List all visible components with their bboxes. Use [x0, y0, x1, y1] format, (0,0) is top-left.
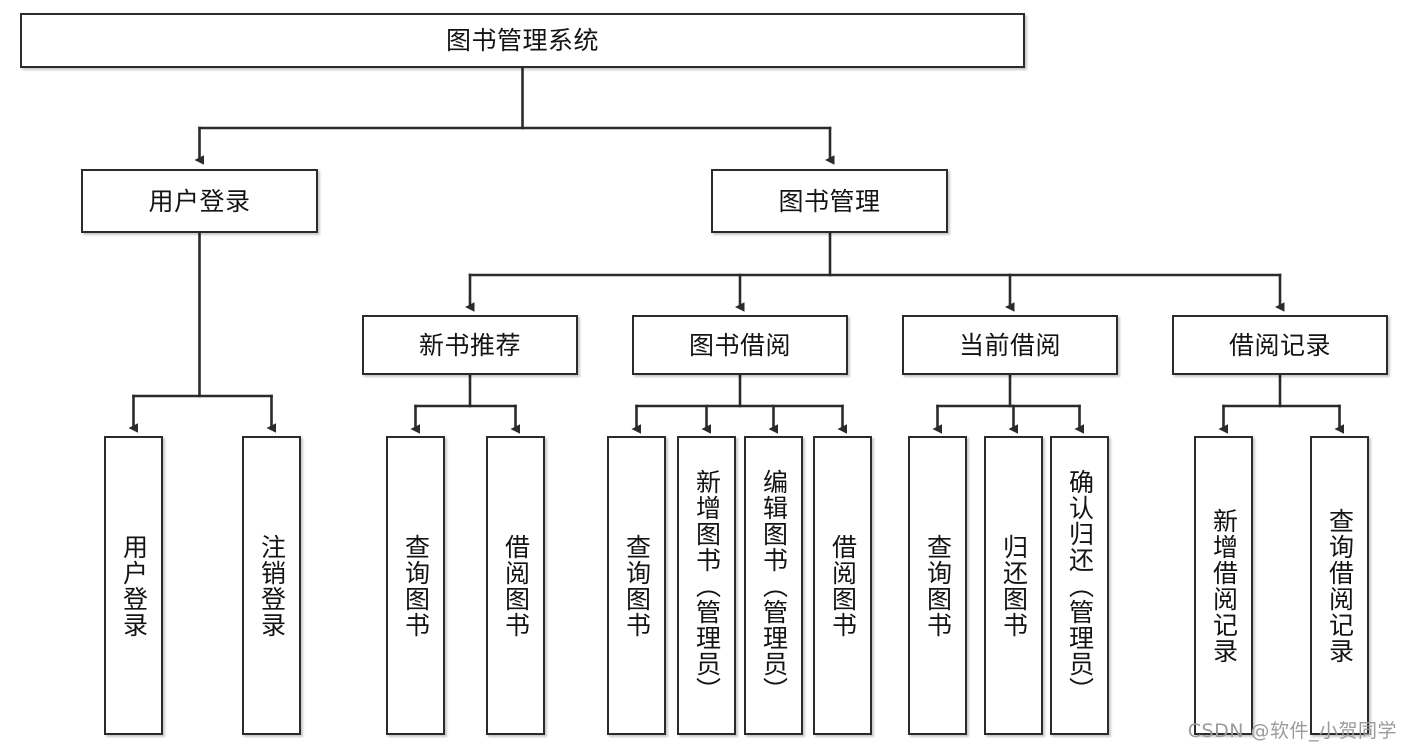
node-leaf-borrow-edit-admin[interactable]: 编辑图书（管理员） [744, 436, 803, 735]
node-leaf-newbook-query[interactable]: 查询图书 [386, 436, 445, 735]
node-borrow-records-label: 借阅记录 [1228, 330, 1331, 360]
node-book-borrow-label: 图书借阅 [688, 330, 791, 360]
node-leaf-current-confirm-admin-label: 确认归还（管理员） [1065, 468, 1095, 703]
node-leaf-borrow-query-label: 查询图书 [622, 533, 652, 638]
node-current-borrow-label: 当前借阅 [958, 330, 1061, 360]
node-leaf-current-return[interactable]: 归还图书 [984, 436, 1043, 735]
node-leaf-borrow-lend[interactable]: 借阅图书 [813, 436, 872, 735]
node-leaf-user-login[interactable]: 用户登录 [104, 436, 163, 735]
node-borrow-records[interactable]: 借阅记录 [1172, 315, 1388, 375]
node-leaf-records-query[interactable]: 查询借阅记录 [1310, 436, 1369, 735]
node-leaf-records-add-label: 新增借阅记录 [1209, 507, 1239, 664]
node-book-management-label: 图书管理 [778, 186, 881, 216]
node-leaf-borrow-add-admin[interactable]: 新增图书（管理员） [677, 436, 736, 735]
node-leaf-current-confirm-admin[interactable]: 确认归还（管理员） [1050, 436, 1109, 735]
node-new-book-recommend[interactable]: 新书推荐 [362, 315, 578, 375]
node-leaf-newbook-borrow-label: 借阅图书 [501, 533, 531, 638]
node-leaf-records-query-label: 查询借阅记录 [1325, 507, 1355, 664]
node-leaf-newbook-query-label: 查询图书 [401, 533, 431, 638]
node-leaf-borrow-lend-label: 借阅图书 [828, 533, 858, 638]
node-root-label: 图书管理系统 [445, 26, 599, 55]
node-leaf-user-logout-label: 注销登录 [257, 533, 287, 638]
node-root[interactable]: 图书管理系统 [20, 13, 1025, 68]
node-book-management[interactable]: 图书管理 [711, 169, 948, 233]
node-leaf-user-login-label: 用户登录 [119, 533, 149, 638]
node-leaf-current-query-label: 查询图书 [923, 533, 953, 638]
node-current-borrow[interactable]: 当前借阅 [902, 315, 1118, 375]
node-leaf-current-query[interactable]: 查询图书 [908, 436, 967, 735]
node-leaf-records-add[interactable]: 新增借阅记录 [1194, 436, 1253, 735]
node-leaf-current-return-label: 归还图书 [999, 533, 1029, 638]
node-leaf-borrow-edit-admin-label: 编辑图书（管理员） [759, 468, 789, 703]
watermark: CSDN @软件_小贺同学 [1187, 720, 1397, 742]
node-book-borrow[interactable]: 图书借阅 [632, 315, 848, 375]
node-leaf-borrow-query[interactable]: 查询图书 [607, 436, 666, 735]
node-user-login-label: 用户登录 [148, 186, 251, 216]
node-new-book-recommend-label: 新书推荐 [418, 330, 521, 360]
node-leaf-borrow-add-admin-label: 新增图书（管理员） [692, 468, 722, 703]
node-user-login[interactable]: 用户登录 [81, 169, 318, 233]
node-leaf-newbook-borrow[interactable]: 借阅图书 [486, 436, 545, 735]
node-leaf-user-logout[interactable]: 注销登录 [242, 436, 301, 735]
